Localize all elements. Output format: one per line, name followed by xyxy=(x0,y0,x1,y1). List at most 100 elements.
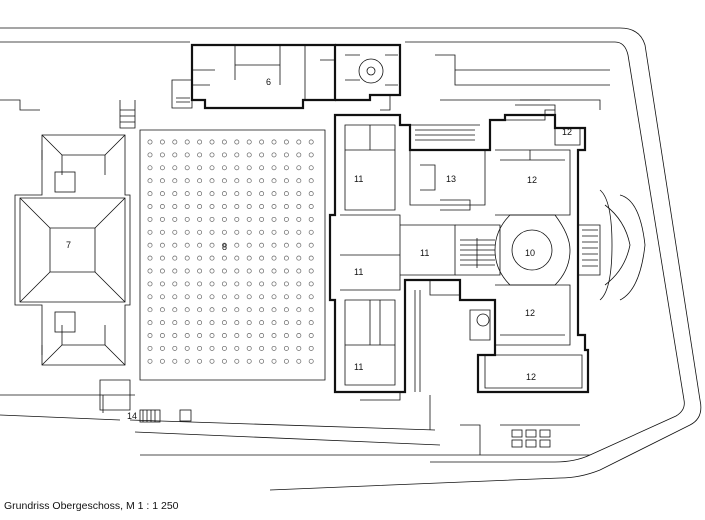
tree-dot xyxy=(184,204,190,209)
tree-dot xyxy=(221,268,227,274)
tree-dot xyxy=(308,139,314,145)
tree-dot xyxy=(159,139,165,145)
tree-dot xyxy=(184,333,190,338)
tree-dot xyxy=(184,152,190,158)
tree-dot xyxy=(209,229,215,235)
tree-dot xyxy=(221,178,227,184)
tree-dot xyxy=(221,139,227,145)
tree-dot xyxy=(296,139,302,145)
tree-dot xyxy=(197,333,203,338)
tree-dot xyxy=(283,191,289,197)
tree-dot xyxy=(296,191,302,197)
tree-dot xyxy=(259,345,265,351)
tree-dot xyxy=(221,345,227,351)
tree-dot xyxy=(296,320,302,326)
tree-dot xyxy=(259,281,265,287)
tree-dot xyxy=(184,229,190,235)
tree-dot xyxy=(159,204,165,209)
tree-dot xyxy=(234,333,240,338)
tree-dot xyxy=(172,204,178,209)
tree-dot xyxy=(296,229,302,235)
tree-dot xyxy=(159,294,165,300)
tree-dot xyxy=(271,294,277,300)
tree-dot xyxy=(246,307,252,313)
plan-caption: Grundriss Obergeschoss, M 1 : 1 250 xyxy=(4,500,179,512)
tree-dot xyxy=(209,191,215,197)
tree-dot xyxy=(259,178,265,184)
building-7 xyxy=(14,134,131,366)
tree-dot xyxy=(172,229,178,235)
tree-dot xyxy=(221,165,227,171)
tree-dot xyxy=(259,294,265,300)
tree-dot xyxy=(234,204,240,209)
tree-dot xyxy=(234,178,240,184)
tree-dot xyxy=(246,216,252,222)
tree-dot xyxy=(159,178,165,184)
tree-dot xyxy=(296,268,302,274)
tree-dot xyxy=(234,281,240,287)
room-label-11-bottom: 11 xyxy=(354,362,363,372)
tree-dot xyxy=(246,345,252,351)
tree-dot xyxy=(209,165,215,171)
tree-dot xyxy=(234,358,240,364)
tree-dot xyxy=(234,229,240,235)
tree-dot xyxy=(147,294,153,300)
tree-dot xyxy=(159,320,165,326)
tree-dot xyxy=(308,333,314,338)
tree-dot xyxy=(259,320,265,326)
tree-dot xyxy=(283,307,289,313)
tree-dot xyxy=(209,255,215,261)
tree-dot xyxy=(209,345,215,351)
tree-dot xyxy=(283,165,289,171)
tree-dot xyxy=(308,307,314,313)
tree-dot xyxy=(271,268,277,274)
tree-dot xyxy=(147,345,153,351)
room-label-11-left: 11 xyxy=(354,267,363,277)
tree-dot xyxy=(209,281,215,287)
tree-dot xyxy=(259,268,265,274)
tree-dot xyxy=(283,255,289,261)
room-label-12-upper: 12 xyxy=(527,175,537,185)
tree-dot xyxy=(308,191,314,197)
tree-dot xyxy=(147,178,153,184)
room-label-7: 7 xyxy=(66,240,71,250)
room-label-11-middle: 11 xyxy=(420,248,429,258)
tree-dot xyxy=(271,204,277,209)
tree-dot xyxy=(209,333,215,338)
tree-dot xyxy=(246,320,252,326)
tree-dot xyxy=(308,281,314,287)
tree-dot xyxy=(221,216,227,222)
tree-dot xyxy=(147,139,153,145)
room-label-14: 14 xyxy=(127,411,137,421)
tree-dot xyxy=(234,191,240,197)
tree-dot xyxy=(246,191,252,197)
tree-dot xyxy=(296,307,302,313)
tree-dot xyxy=(246,165,252,171)
tree-dot xyxy=(271,229,277,235)
tree-dot xyxy=(147,229,153,235)
tree-dot xyxy=(246,152,252,158)
tree-dot xyxy=(209,358,215,364)
tree-dot xyxy=(283,216,289,222)
tree-dot xyxy=(159,216,165,222)
tree-dot xyxy=(271,165,277,171)
tree-dot xyxy=(172,333,178,338)
tree-dot xyxy=(184,216,190,222)
room-label-12-bottom: 12 xyxy=(526,372,536,382)
tree-dot xyxy=(197,358,203,364)
tree-dot xyxy=(197,268,203,274)
tree-dot xyxy=(234,345,240,351)
tree-dot xyxy=(259,358,265,364)
tree-dot xyxy=(271,345,277,351)
tree-dot xyxy=(283,139,289,145)
tree-dot xyxy=(184,294,190,300)
tree-dot xyxy=(271,216,277,222)
tree-dot xyxy=(234,139,240,145)
tree-dot xyxy=(147,216,153,222)
tree-dot xyxy=(221,320,227,326)
tree-dot xyxy=(234,255,240,261)
tree-dot xyxy=(184,268,190,274)
tree-dot xyxy=(259,242,265,248)
tree-dot xyxy=(271,242,277,248)
tree-dot xyxy=(147,358,153,364)
